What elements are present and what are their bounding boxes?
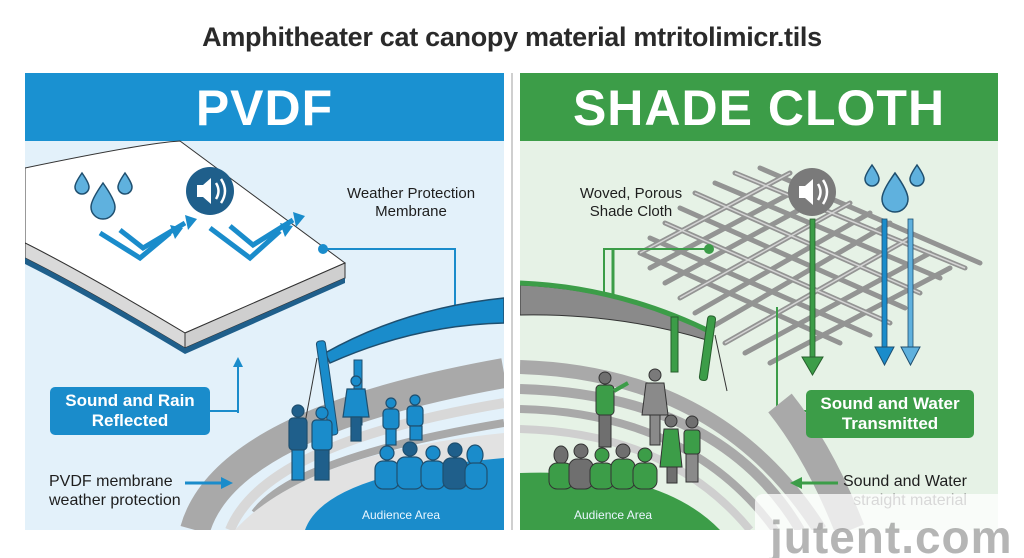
reflected-callout: Sound and Rain Reflected xyxy=(50,387,210,435)
watermark: jutent.com xyxy=(770,511,1013,558)
speaker-icon xyxy=(186,167,234,215)
shade-cloth-heading: SHADE CLOTH xyxy=(520,73,998,141)
people-icon xyxy=(288,375,488,490)
audience-area-label: Audience Area xyxy=(362,508,441,522)
transmitted-callout: Sound and Water Transmitted xyxy=(806,390,974,438)
reflect-arrows-icon xyxy=(98,217,295,262)
panel-divider xyxy=(511,73,513,530)
pvdf-membrane-icon xyxy=(25,140,346,354)
people-icon xyxy=(548,368,701,490)
audience-area-label: Audience Area xyxy=(574,508,653,522)
water-drops-icon xyxy=(74,171,133,220)
page-title: Amphitheater cat canopy material mtritol… xyxy=(202,22,822,52)
shade-cloth-illustration xyxy=(520,163,983,530)
cloth-label: Woved, Porous Shade Cloth xyxy=(579,185,683,220)
shade-cloth-panel: SHADE CLOTH xyxy=(520,73,998,530)
pass-through-arrows-icon xyxy=(801,218,921,376)
water-drops-icon xyxy=(864,163,925,213)
membrane-label: Weather Protection Membrane xyxy=(346,185,476,220)
pvdf-illustration xyxy=(25,140,504,530)
speaker-icon xyxy=(788,168,836,216)
pvdf-panel: PVDF xyxy=(25,73,504,530)
pvdf-heading: PVDF xyxy=(25,73,504,141)
canopy-icon xyxy=(520,249,728,392)
watermark-background xyxy=(755,494,1024,558)
pvdf-side-label: PVDF membrane weather protection xyxy=(49,473,181,509)
